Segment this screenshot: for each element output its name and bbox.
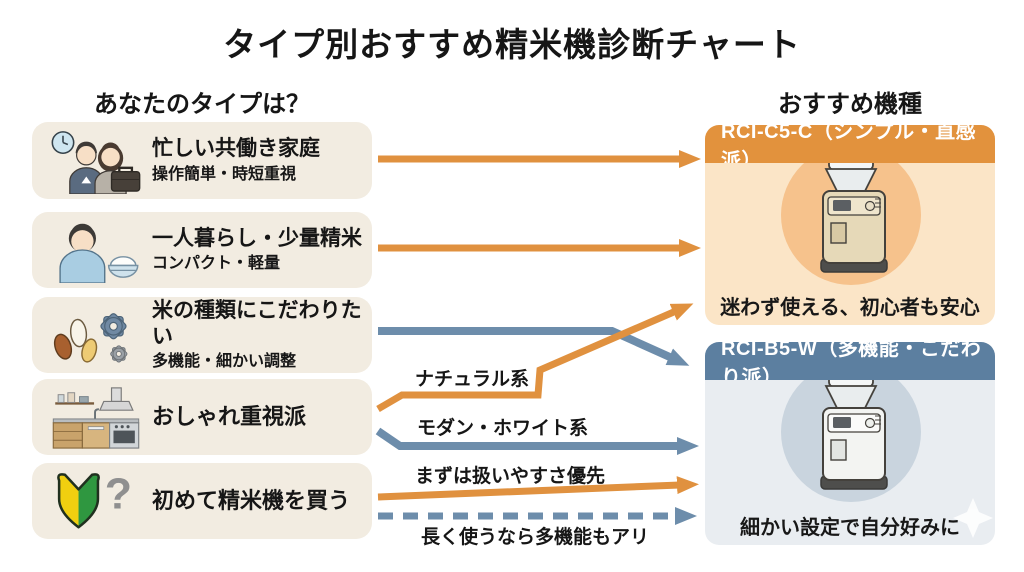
product-model-banner: RCI-B5-W（多機能・こだわり派） [705, 338, 995, 389]
type-card-single: 一人暮らし・少量精米 コンパクト・軽量 [32, 212, 372, 288]
product-card-rci-c5-c: RCI-C5-C（シンプル・直感派） 迷わず使える、初心者も安心 [705, 121, 995, 325]
label-long-use: 長く使うなら多機能もアリ [421, 527, 650, 548]
type-card-rice-variety: 米の種類にこだわりたい 多機能・細かい調整 [32, 297, 372, 373]
beginner-mark-question-icon: ? [40, 467, 152, 535]
type-title: 一人暮らし・少量精米 [152, 226, 362, 250]
rice-grains-gears-icon [40, 301, 152, 369]
right-column-header: おすすめ機種 [778, 91, 922, 118]
type-title: 米の種類にこだわりたい [152, 298, 362, 348]
arrow-natural-to-product1 [376, 303, 694, 413]
sparkle-icon [953, 498, 993, 538]
product-caption: 細かい設定で自分好みに [740, 517, 960, 539]
label-ease-first: まずは扱いやすさ優先 [415, 466, 606, 487]
arrow-type3-to-product2 [378, 327, 690, 366]
type-card-style: おしゃれ重視派 [32, 379, 372, 455]
left-column-header: あなたのタイプは？ [94, 91, 310, 118]
product-model-banner: RCI-C5-C（シンプル・直感派） [705, 121, 995, 172]
rice-mill-illustration-beige [820, 163, 888, 273]
type-subtitle: コンパクト・軽量 [152, 255, 281, 273]
clock-business-couple-icon [40, 127, 152, 195]
product-body: 細かい設定で自分好みに [705, 380, 995, 545]
page-title: タイプ別おすすめ精米機診断チャート [223, 26, 801, 63]
type-title: おしゃれ重視派 [152, 404, 307, 430]
question-glyph: ? [105, 470, 132, 519]
type-card-first-time: ? 初めて精米機を買う [32, 463, 372, 539]
type-title: 初めて精米機を買う [152, 488, 351, 514]
arrow-easy-to-product1 [377, 476, 699, 501]
kitchen-icon [40, 383, 152, 451]
product-caption: 迷わず使える、初心者も安心 [720, 297, 980, 319]
type-subtitle: 多機能・細かい調整 [152, 353, 297, 371]
type-subtitle: 操作簡単・時短重視 [152, 165, 297, 183]
rice-mill-illustration-white [820, 380, 888, 490]
label-modern-white: モダン・ホワイト系 [417, 418, 589, 439]
person-rice-bowl-icon [40, 216, 152, 284]
type-card-busy-family: 忙しい共働き家庭 操作簡単・時短重視 [32, 122, 372, 199]
arrow-modern-to-product2 [375, 427, 699, 455]
label-natural: ナチュラル系 [415, 369, 530, 390]
product-card-rci-b5-w: RCI-B5-W（多機能・こだわり派） 細かい設定で自分好みに [705, 338, 995, 545]
product-body: 迷わず使える、初心者も安心 [705, 163, 995, 325]
type-title: 忙しい共働き家庭 [152, 137, 320, 161]
